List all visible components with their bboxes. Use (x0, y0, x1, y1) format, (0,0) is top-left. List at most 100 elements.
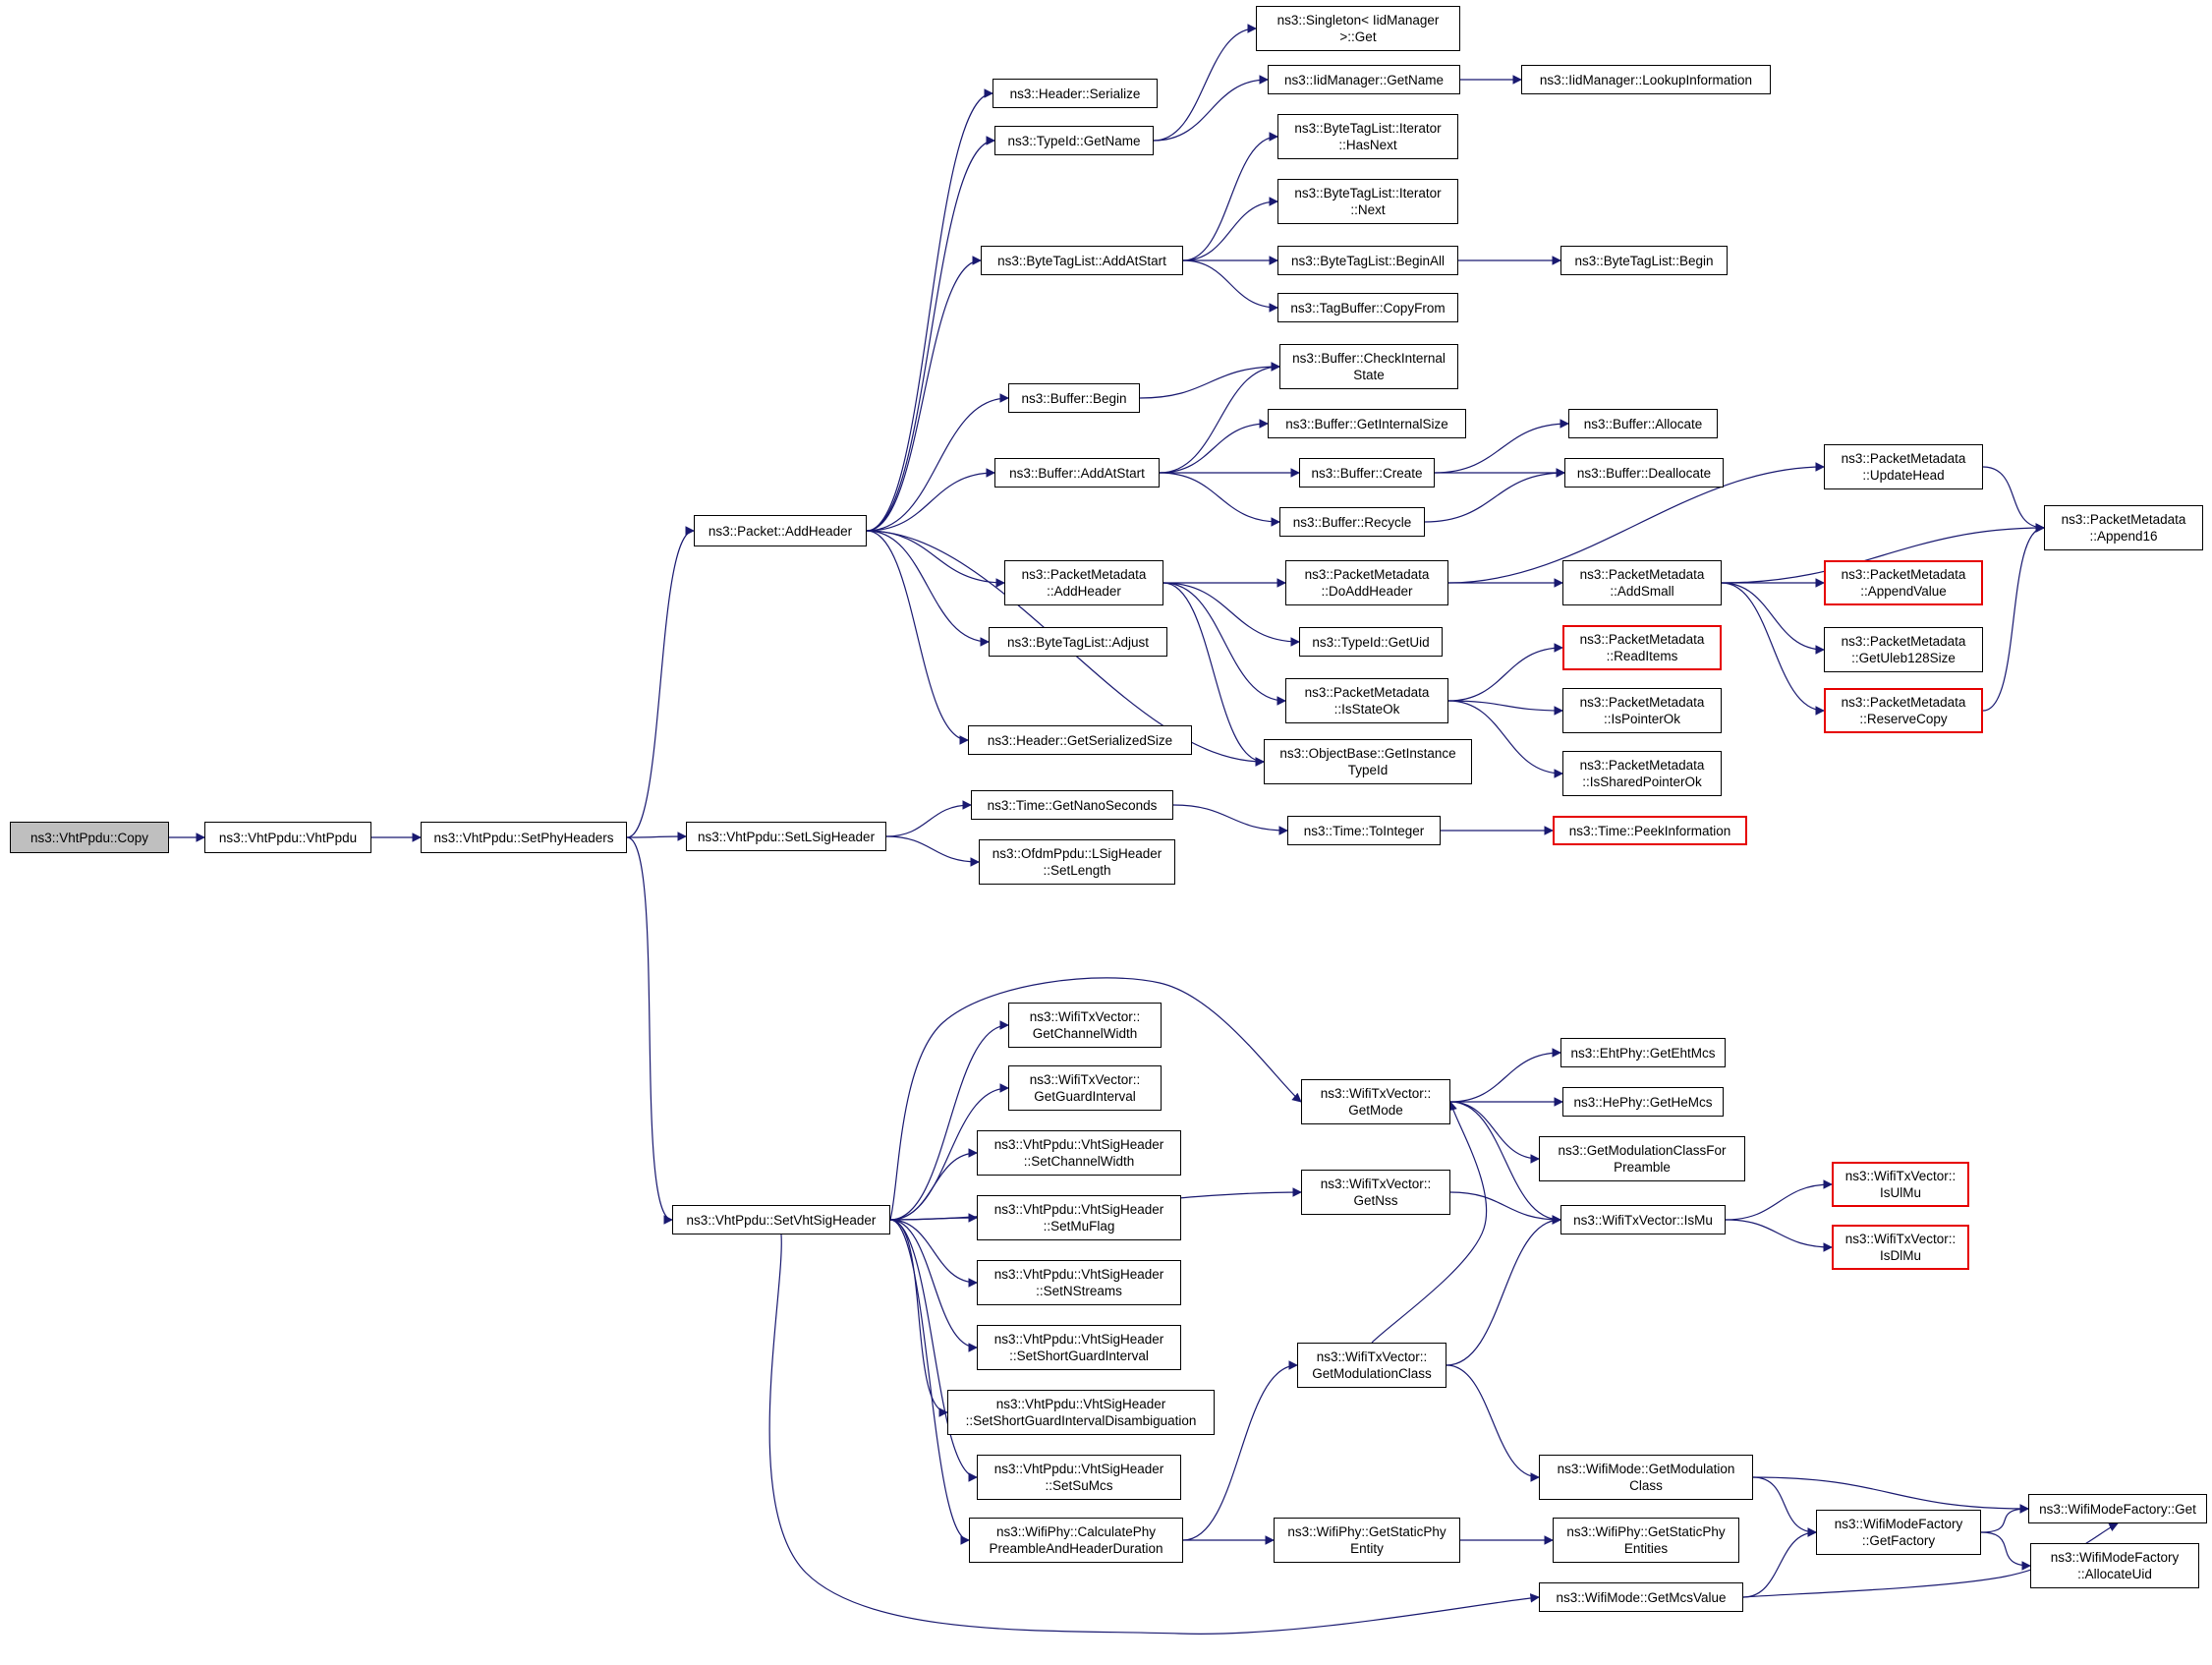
graph-node-vsh-setsgidisambiguation[interactable]: ns3::VhtPpdu::VhtSigHeader::SetShortGuar… (947, 1390, 1215, 1435)
graph-node-wtv-isdlmu[interactable]: ns3::WifiTxVector::IsDlMu (1832, 1225, 1969, 1270)
graph-node-btl-begin[interactable]: ns3::ByteTagList::Begin (1560, 246, 1728, 275)
graph-node-vsh-setshortguardinterval[interactable]: ns3::VhtPpdu::VhtSigHeader::SetShortGuar… (977, 1325, 1181, 1370)
graph-node-vsh-setchannelwidth[interactable]: ns3::VhtPpdu::VhtSigHeader::SetChannelWi… (977, 1130, 1181, 1176)
graph-edge-setlsigheader--time-getnanoseconds (885, 800, 972, 837)
graph-node-buffer-getinternalsize[interactable]: ns3::Buffer::GetInternalSize (1268, 409, 1466, 438)
graph-node-btl-iter-next[interactable]: ns3::ByteTagList::Iterator::Next (1277, 179, 1458, 224)
graph-node-pm-doaddheader[interactable]: ns3::PacketMetadata::DoAddHeader (1285, 560, 1448, 605)
graph-node-label: ns3::Packet::AddHeader (708, 523, 853, 539)
graph-node-label: ::ReadItems (1606, 649, 1678, 663)
graph-node-label: ns3::WifiModeFactory (1834, 1517, 1963, 1531)
graph-node-time-peekinformation[interactable]: ns3::Time::PeekInformation (1553, 816, 1747, 845)
graph-node-typeid-getuid[interactable]: ns3::TypeId::GetUid (1299, 627, 1443, 657)
graph-node-vsh-setmuflag[interactable]: ns3::VhtPpdu::VhtSigHeader::SetMuFlag (977, 1195, 1181, 1240)
graph-node-btl-beginall[interactable]: ns3::ByteTagList::BeginAll (1277, 246, 1458, 275)
graph-node-wmf-get[interactable]: ns3::WifiModeFactory::Get (2028, 1494, 2207, 1523)
graph-node-label: ns3::HePhy::GetHeMcs (1573, 1094, 1713, 1110)
graph-node-wtv-ismu[interactable]: ns3::WifiTxVector::IsMu (1560, 1205, 1726, 1234)
graph-node-pm-appendvalue[interactable]: ns3::PacketMetadata::AppendValue (1824, 560, 1983, 605)
graph-node-hephy-gethemcs[interactable]: ns3::HePhy::GetHeMcs (1562, 1087, 1724, 1117)
graph-node-header-serialize[interactable]: ns3::Header::Serialize (993, 79, 1158, 108)
graph-node-label: TypeId (1347, 763, 1389, 777)
graph-node-buffer-allocate[interactable]: ns3::Buffer::Allocate (1568, 409, 1718, 438)
graph-node-pm-isstateok[interactable]: ns3::PacketMetadata::IsStateOk (1285, 678, 1448, 723)
graph-edge-packet-addheader--buffer-begin (866, 393, 1009, 532)
graph-node-setlsigheader[interactable]: ns3::VhtPpdu::SetLSigHeader (686, 822, 886, 851)
graph-node-label: ns3::WifiModeFactory::Get (2039, 1501, 2196, 1517)
graph-node-pm-updatehead[interactable]: ns3::PacketMetadata::UpdateHead (1824, 444, 1983, 489)
graph-node-wtv-getnss[interactable]: ns3::WifiTxVector::GetNss (1301, 1170, 1450, 1215)
graph-node-pm-addheader[interactable]: ns3::PacketMetadata::AddHeader (1004, 560, 1163, 605)
graph-node-label: ns3::WifiTxVector:: (1844, 1169, 1957, 1183)
graph-node-label: ns3::GetModulationClassFor (1558, 1143, 1727, 1158)
graph-node-pm-append16[interactable]: ns3::PacketMetadata::Append16 (2044, 505, 2203, 550)
graph-edge-packet-addheader--pm-addheader (866, 530, 1005, 588)
graph-edge-buffer-begin--buffer-checkinternalstate (1139, 362, 1280, 399)
graph-node-btl-addatstart[interactable]: ns3::ByteTagList::AddAtStart (981, 246, 1183, 275)
graph-node-label: Entity (1350, 1541, 1384, 1556)
graph-node-label: ns3::Time::PeekInformation (1568, 823, 1731, 838)
graph-node-vsh-setnstreams[interactable]: ns3::VhtPpdu::VhtSigHeader::SetNStreams (977, 1260, 1181, 1305)
graph-node-lsig-setlength[interactable]: ns3::OfdmPpdu::LSigHeader::SetLength (979, 839, 1175, 885)
graph-node-pm-issharedpointerok[interactable]: ns3::PacketMetadata::IsSharedPointerOk (1562, 751, 1722, 796)
graph-node-buffer-addatstart[interactable]: ns3::Buffer::AddAtStart (994, 458, 1160, 488)
graph-node-label: Class (1629, 1478, 1663, 1493)
graph-node-label: ns3::WifiTxVector:: (1320, 1086, 1432, 1101)
graph-node-btl-adjust[interactable]: ns3::ByteTagList::Adjust (989, 627, 1167, 657)
graph-node-label: ns3::VhtPpdu::VhtSigHeader (993, 1462, 1164, 1476)
graph-node-pm-addsmall[interactable]: ns3::PacketMetadata::AddSmall (1562, 560, 1722, 605)
graph-node-buffer-create[interactable]: ns3::Buffer::Create (1299, 458, 1435, 488)
graph-node-singleton-get[interactable]: ns3::Singleton< IidManager>::Get (1256, 6, 1460, 51)
graph-edge-setvhtsigheader--vsh-setsgidisambiguation (889, 1219, 948, 1417)
graph-node-iidmanager-getname[interactable]: ns3::IidManager::GetName (1268, 65, 1460, 94)
graph-node-time-getnanoseconds[interactable]: ns3::Time::GetNanoSeconds (971, 790, 1173, 820)
graph-node-label: ns3::Buffer::Create (1311, 465, 1423, 481)
graph-node-label: ns3::Buffer::GetInternalSize (1285, 416, 1448, 431)
graph-node-setvhtsigheader[interactable]: ns3::VhtPpdu::SetVhtSigHeader (672, 1205, 890, 1234)
graph-node-label: GetChannelWidth (1032, 1026, 1138, 1041)
graph-node-typeid-getname[interactable]: ns3::TypeId::GetName (994, 126, 1154, 155)
graph-node-wtv-getchannelwidth[interactable]: ns3::WifiTxVector::GetChannelWidth (1008, 1003, 1162, 1048)
graph-node-header-getserializedsize[interactable]: ns3::Header::GetSerializedSize (968, 725, 1192, 755)
graph-node-label: ::IsPointerOk (1603, 712, 1681, 726)
graph-node-wtv-getguardinterval[interactable]: ns3::WifiTxVector::GetGuardInterval (1008, 1065, 1162, 1111)
graph-edge-pm-addheader--typeid-getuid (1163, 582, 1300, 647)
graph-node-pm-ispointerok[interactable]: ns3::PacketMetadata::IsPointerOk (1562, 688, 1722, 733)
graph-node-wmf-allocateuid[interactable]: ns3::WifiModeFactory::AllocateUid (2030, 1543, 2199, 1588)
graph-node-wmf-getfactory[interactable]: ns3::WifiModeFactory::GetFactory (1816, 1510, 1981, 1555)
graph-node-buffer-deallocate[interactable]: ns3::Buffer::Deallocate (1564, 458, 1724, 488)
graph-node-wtv-getmodulationclass[interactable]: ns3::WifiTxVector::GetModulationClass (1297, 1343, 1446, 1388)
graph-edge-wifimode-getmcsvalue--wmf-getfactory (1742, 1527, 1817, 1598)
graph-edge-pm-addsmall--pm-reservecopy (1721, 582, 1825, 716)
graph-node-vsh-setsumcs[interactable]: ns3::VhtPpdu::VhtSigHeader::SetSuMcs (977, 1455, 1181, 1500)
graph-node-pm-readitems[interactable]: ns3::PacketMetadata::ReadItems (1562, 625, 1722, 670)
graph-node-pm-getuleb128size[interactable]: ns3::PacketMetadata::GetUleb128Size (1824, 627, 1983, 672)
graph-node-iidmanager-lookupinformation[interactable]: ns3::IidManager::LookupInformation (1521, 65, 1771, 94)
graph-node-tagbuffer-copyfrom[interactable]: ns3::TagBuffer::CopyFrom (1277, 293, 1458, 322)
graph-edge-wtv-ismu--wtv-isulmu (1725, 1179, 1833, 1221)
graph-node-label: ns3::WifiTxVector:: (1029, 1009, 1141, 1024)
graph-node-ehtphy-getehtmcs[interactable]: ns3::EhtPhy::GetEhtMcs (1560, 1038, 1726, 1067)
graph-node-buffer-begin[interactable]: ns3::Buffer::Begin (1008, 383, 1140, 413)
graph-node-label: ns3::WifiModeFactory (2050, 1550, 2180, 1565)
graph-node-time-tointeger[interactable]: ns3::Time::ToInteger (1287, 816, 1441, 845)
graph-node-label: ns3::WifiTxVector:: (1316, 1349, 1428, 1364)
graph-node-setphyheaders[interactable]: ns3::VhtPpdu::SetPhyHeaders (421, 822, 627, 853)
graph-node-label: ns3::ByteTagList::AddAtStart (997, 253, 1166, 268)
graph-node-wtv-getmode[interactable]: ns3::WifiTxVector::GetMode (1301, 1079, 1450, 1124)
graph-node-buffer-recycle[interactable]: ns3::Buffer::Recycle (1279, 507, 1425, 537)
graph-node-wifimode-getmcsvalue[interactable]: ns3::WifiMode::GetMcsValue (1539, 1582, 1743, 1612)
graph-node-label: ns3::PacketMetadata (1841, 695, 1966, 710)
graph-node-packet-addheader[interactable]: ns3::Packet::AddHeader (694, 515, 867, 546)
graph-node-wtv-isulmu[interactable]: ns3::WifiTxVector::IsUlMu (1832, 1162, 1969, 1207)
graph-node-pm-reservecopy[interactable]: ns3::PacketMetadata::ReserveCopy (1824, 688, 1983, 733)
graph-node-btl-iter-hasnext[interactable]: ns3::ByteTagList::Iterator::HasNext (1277, 114, 1458, 159)
graph-node-vhtppdu[interactable]: ns3::VhtPpdu::VhtPpdu (204, 822, 371, 853)
